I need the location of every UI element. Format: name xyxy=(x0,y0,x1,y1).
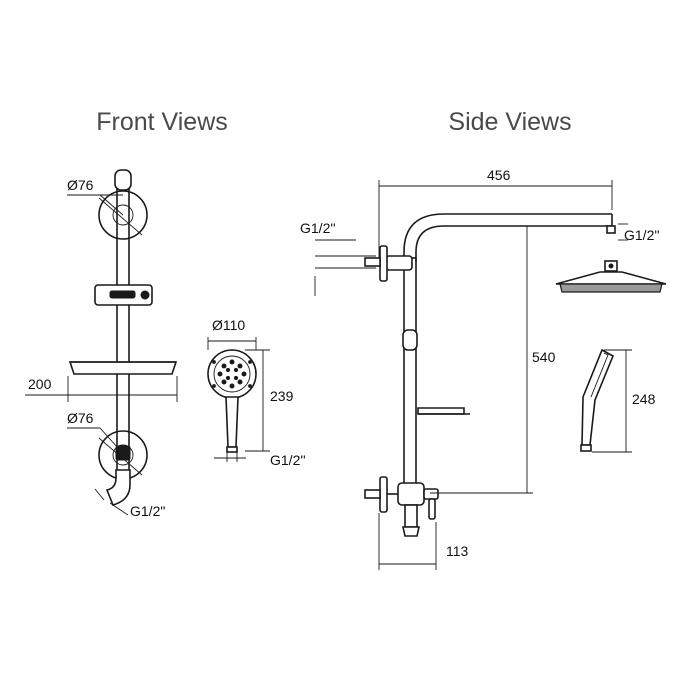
dim-handshower-dia: Ø110 xyxy=(207,317,257,350)
svg-text:113: 113 xyxy=(446,543,469,559)
side-views-title: Side Views xyxy=(448,108,571,136)
svg-text:G1/2": G1/2" xyxy=(130,503,165,519)
dim-outlet-113: 113 xyxy=(378,513,469,570)
svg-text:200: 200 xyxy=(28,376,52,392)
dim-arm-length: 456 xyxy=(378,167,613,258)
svg-text:Ø76: Ø76 xyxy=(67,177,94,193)
dim-height-540: 540 xyxy=(430,226,556,494)
svg-text:456: 456 xyxy=(487,167,511,183)
side-hand-shower xyxy=(580,348,615,452)
svg-text:Ø76: Ø76 xyxy=(67,410,94,426)
front-hand-shower xyxy=(207,349,257,453)
dim-width-200: 200 xyxy=(25,376,178,402)
svg-text:239: 239 xyxy=(270,388,294,404)
side-shower-column xyxy=(364,213,616,537)
dim-thread-front: G1/2" xyxy=(94,488,165,519)
svg-text:540: 540 xyxy=(532,349,556,365)
svg-text:248: 248 xyxy=(632,391,656,407)
dim-handshower-thread: G1/2'' xyxy=(214,452,306,468)
dim-side-inlet-thread: G1/2'' xyxy=(300,220,376,296)
dim-side-handshower-len: 248 xyxy=(592,349,656,453)
svg-text:Ø110: Ø110 xyxy=(212,317,245,333)
dim-arm-thread: G1/2'' xyxy=(618,223,660,243)
svg-text:G1/2'': G1/2'' xyxy=(270,452,306,468)
dim-bracket-bottom: Ø76 xyxy=(67,410,119,449)
svg-text:G1/2'': G1/2'' xyxy=(300,220,336,236)
side-overhead-shower xyxy=(555,260,667,293)
front-views-title: Front Views xyxy=(96,108,228,136)
svg-text:G1/2'': G1/2'' xyxy=(624,227,660,243)
dim-handshower-len: 239 xyxy=(245,349,294,452)
dim-bracket-top: Ø76 xyxy=(67,177,124,216)
front-slide-rail xyxy=(68,169,178,506)
